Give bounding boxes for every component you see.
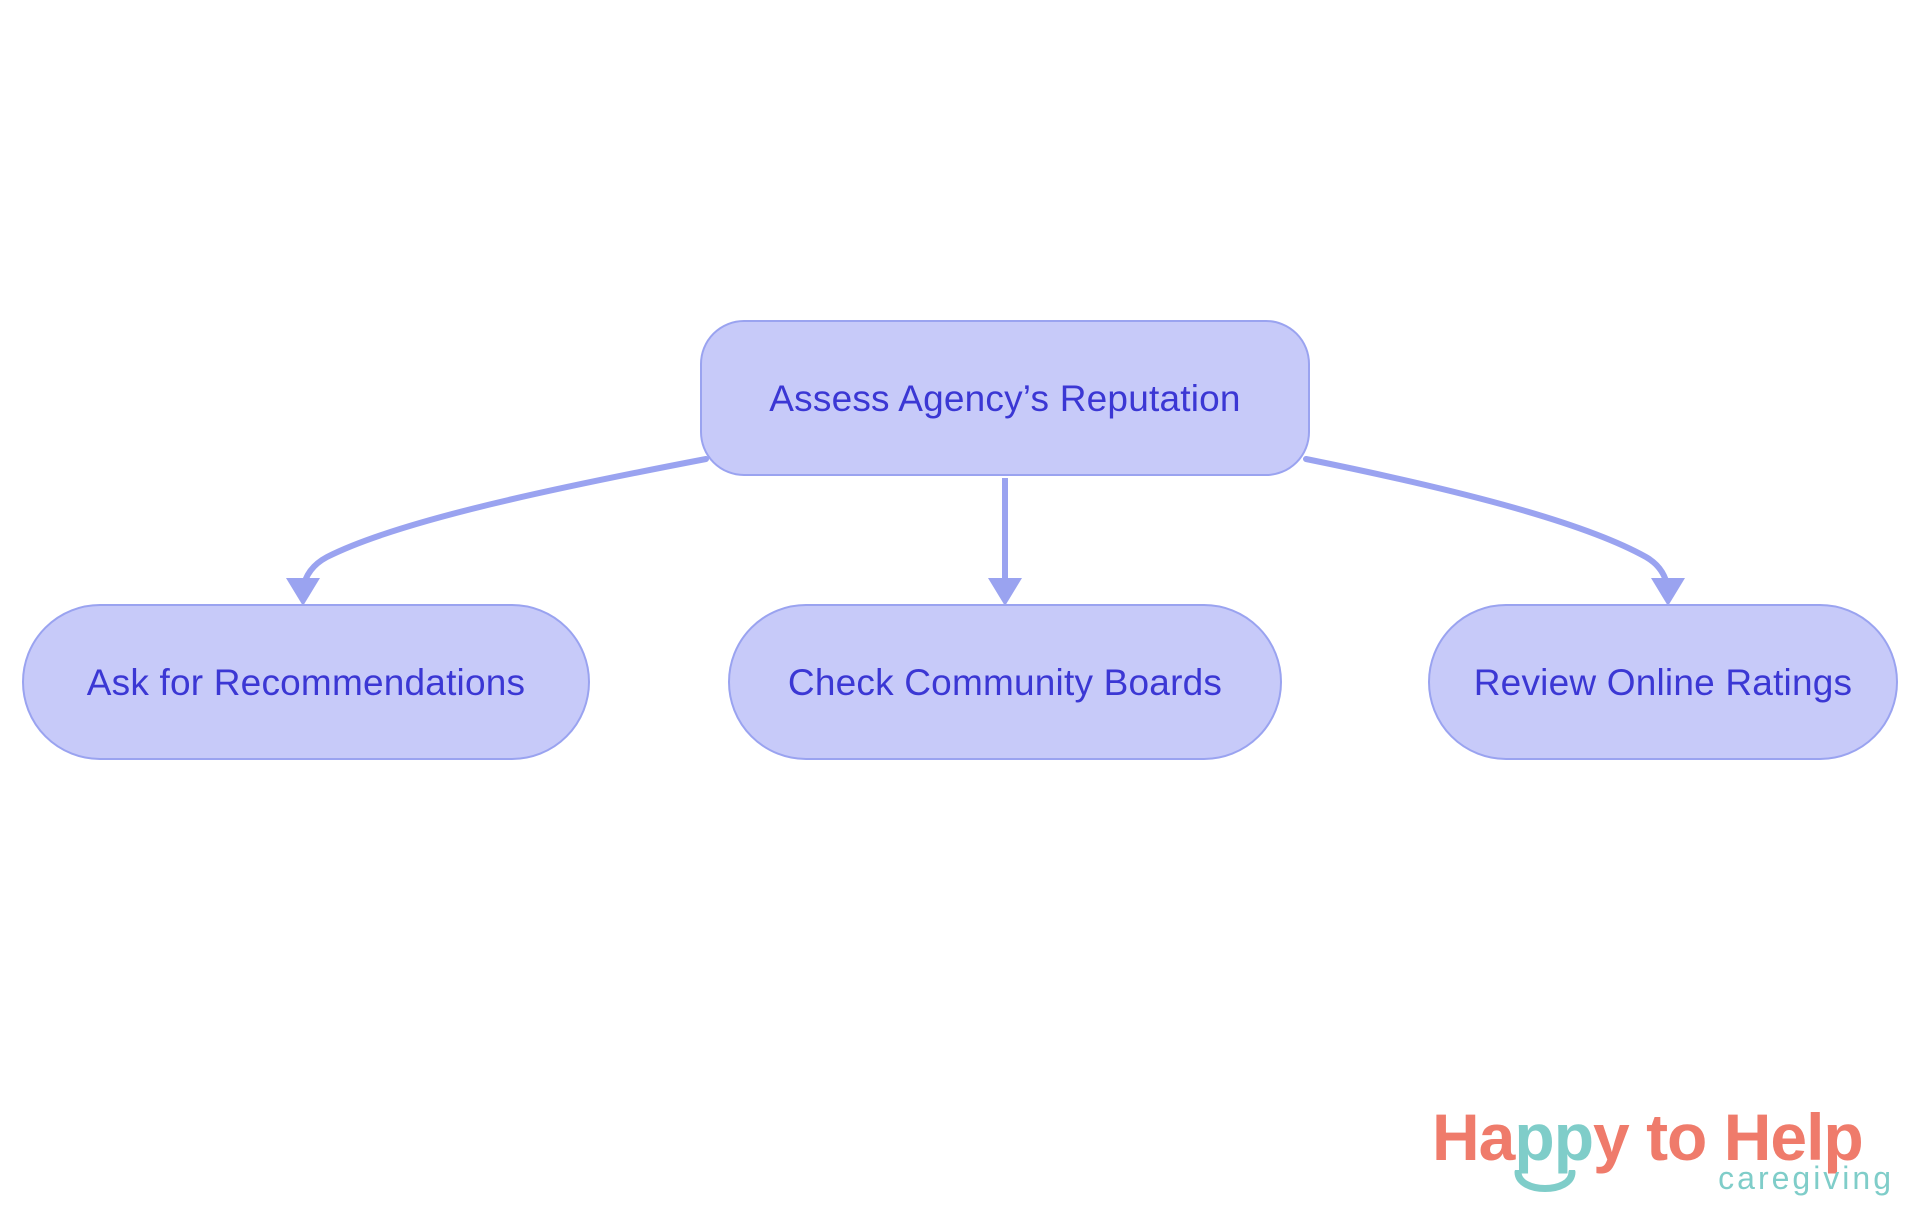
- brand-logo: Happy to Help caregiving: [1432, 1104, 1900, 1208]
- node-label-review-online-ratings: Review Online Ratings: [1473, 661, 1853, 703]
- node-label-ask-for-recommendations: Ask for Recommendations: [86, 661, 526, 703]
- flowchart-node-review-online-ratings[interactable]: Review Online Ratings: [1428, 604, 1898, 760]
- node-label-assess-agency-reputation: Assess Agency’s Reputation: [769, 377, 1241, 419]
- flowchart-node-assess-agency-reputation[interactable]: Assess Agency’s Reputation: [700, 320, 1310, 476]
- flowchart-node-check-community-boards[interactable]: Check Community Boards: [728, 604, 1282, 760]
- arrowhead-left: [286, 578, 320, 606]
- logo-text-ha: Ha: [1432, 1100, 1515, 1174]
- edge-root-to-check-community-boards: [988, 478, 1022, 606]
- logo-text-to-help: to Help: [1628, 1100, 1864, 1174]
- edge-line-right: [1303, 456, 1671, 592]
- edge-line-left: [300, 456, 709, 592]
- logo-smile-icon: [1514, 1170, 1576, 1192]
- node-label-check-community-boards: Check Community Boards: [787, 661, 1223, 703]
- logo-text-y: y: [1593, 1100, 1630, 1174]
- logo-wordmark: Happy to Help: [1432, 1104, 1864, 1170]
- edge-root-to-ask-for-recommendations: [286, 456, 709, 606]
- arrowhead-right: [1651, 578, 1685, 606]
- flowchart-node-ask-for-recommendations[interactable]: Ask for Recommendations: [22, 604, 590, 760]
- edge-root-to-review-online-ratings: [1303, 456, 1685, 606]
- arrowhead-middle: [988, 578, 1022, 606]
- logo-text-pp: pp: [1514, 1100, 1594, 1174]
- logo-tagline: caregiving: [1718, 1160, 1894, 1196]
